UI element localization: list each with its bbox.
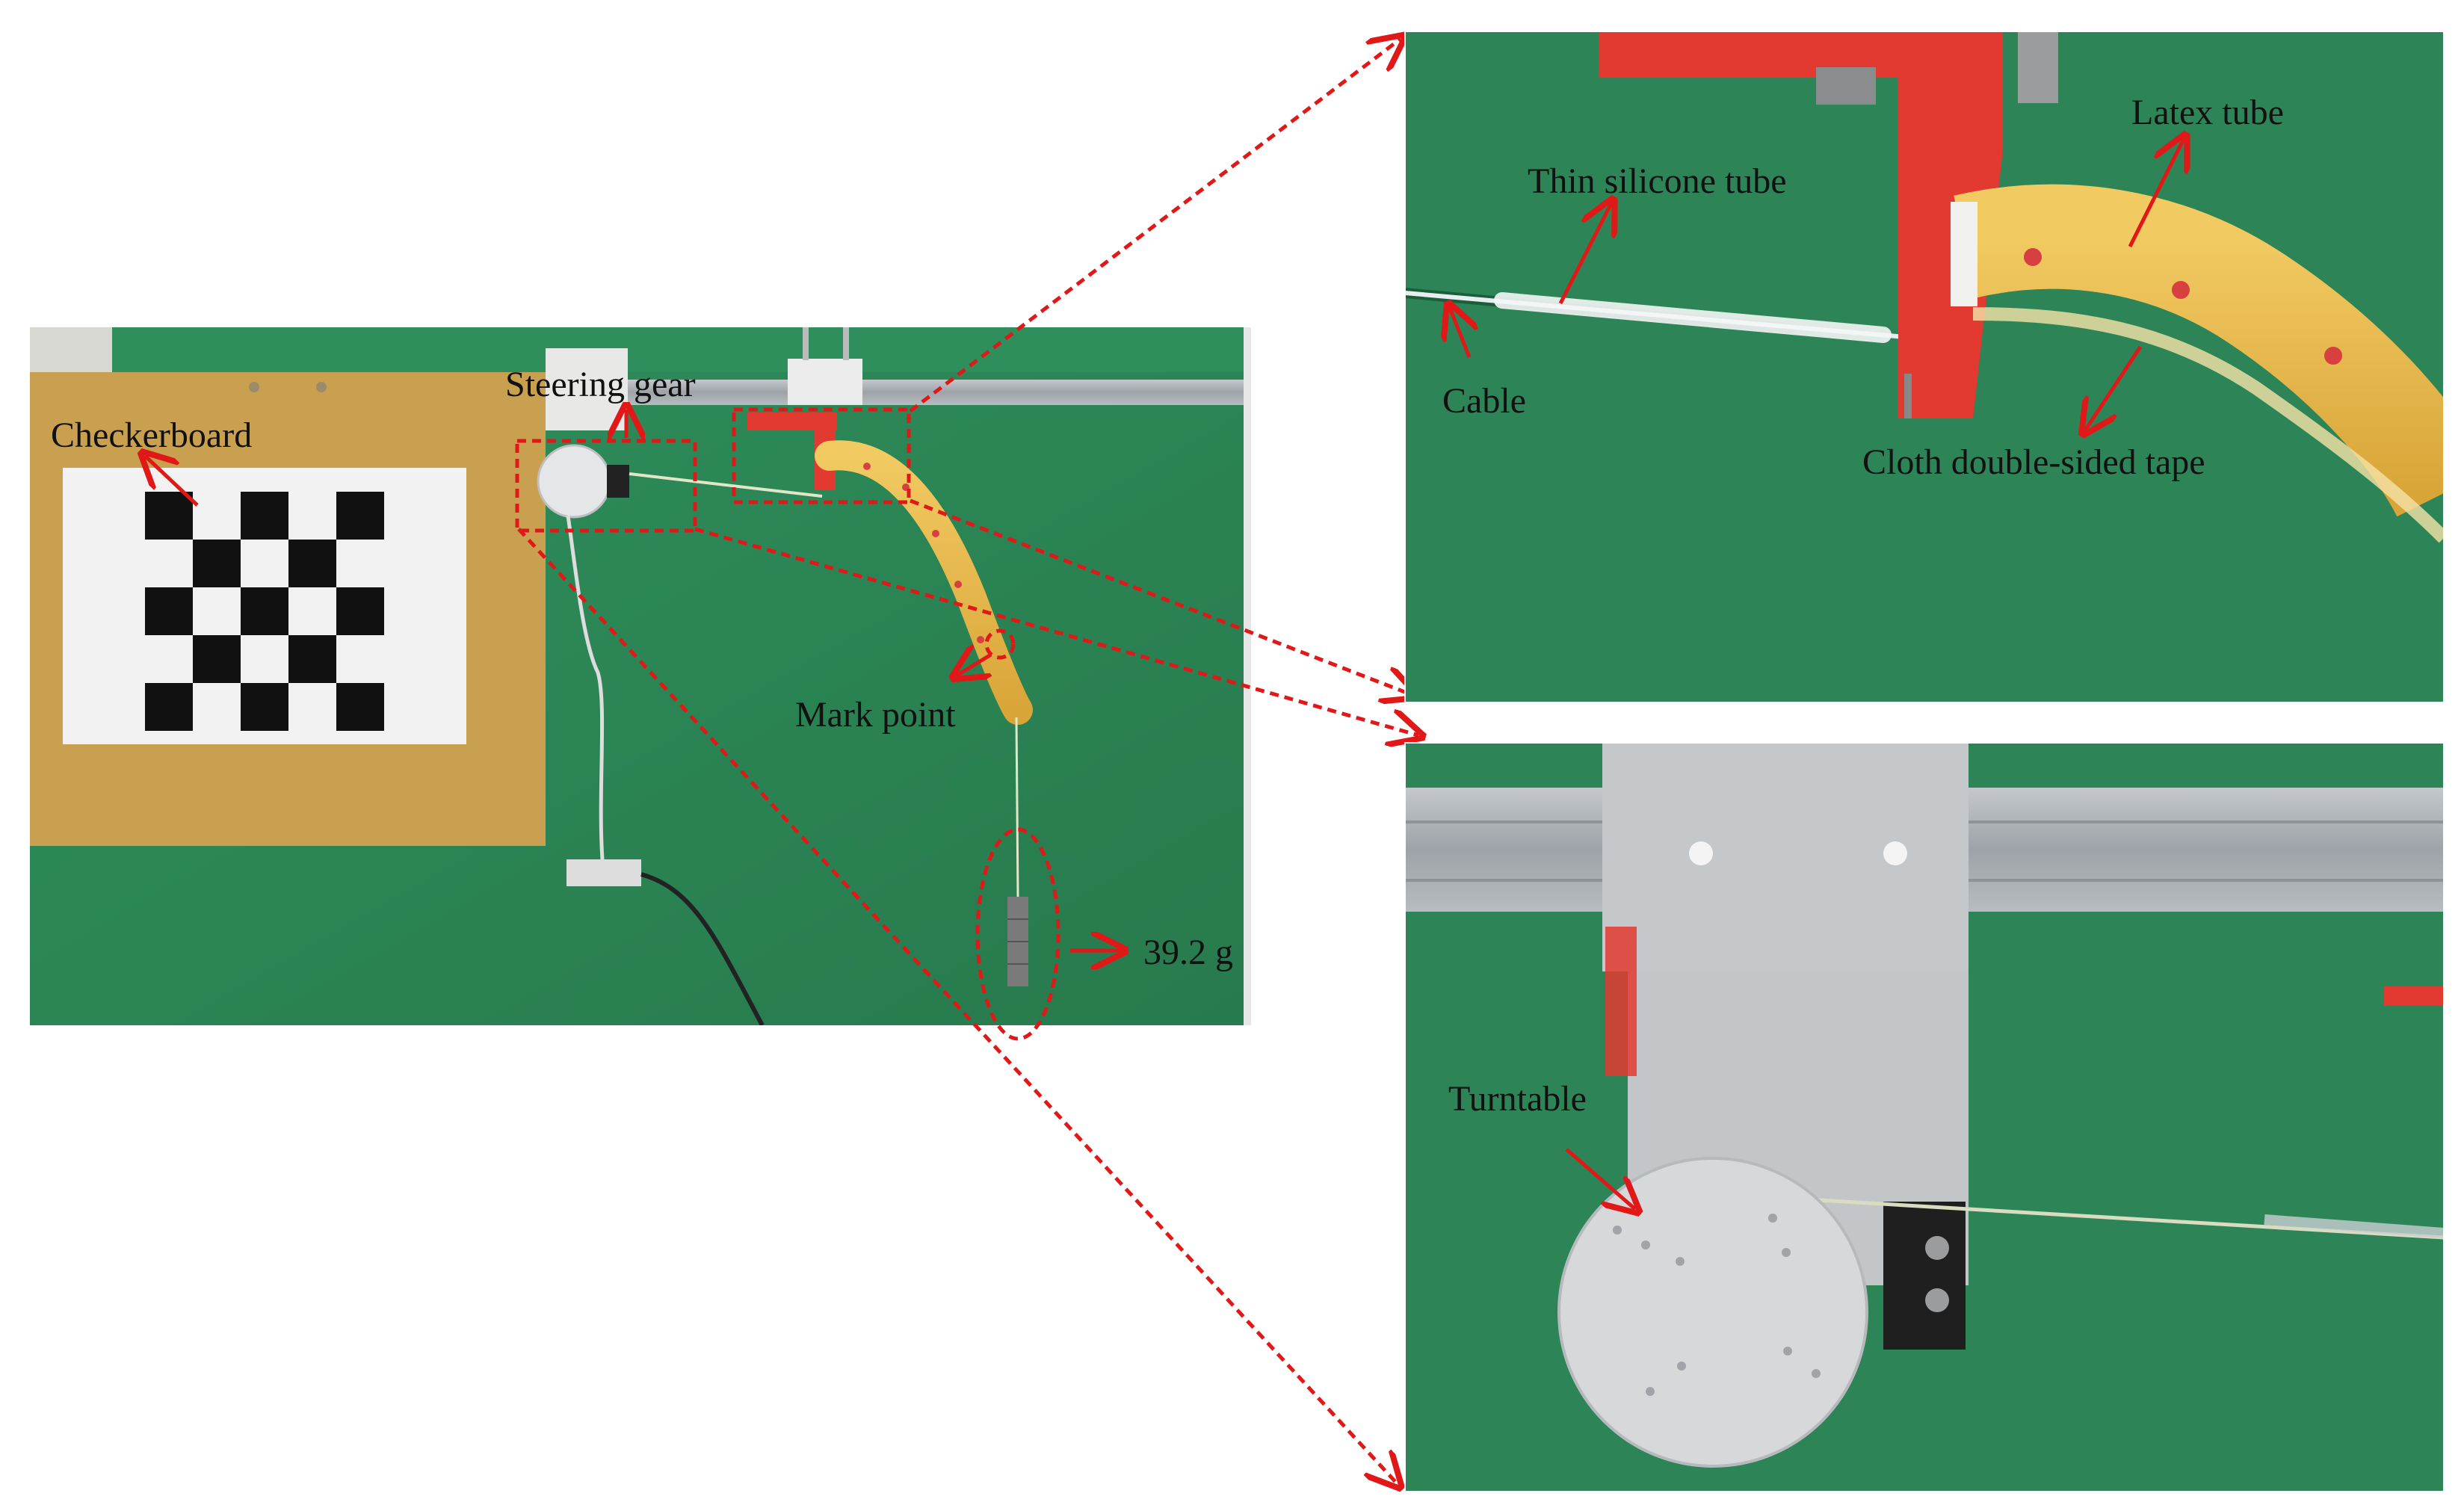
- detail-cable-bottom: [1793, 1196, 2444, 1240]
- detail-servo: [1883, 1202, 1966, 1350]
- main-photo: [30, 327, 1251, 1025]
- text-labels: Checkerboard Steering gear Mark point 39…: [51, 93, 2284, 1119]
- main-annotations: [515, 407, 1060, 1041]
- label-turntable: Turntable: [1448, 1079, 1587, 1119]
- main-label-arrows: [145, 410, 1121, 951]
- top-mount: [788, 359, 862, 405]
- label-steering-gear: Steering gear: [505, 365, 696, 404]
- detail-photo-bottom: [1405, 743, 2444, 1492]
- power-cord: [640, 872, 765, 1025]
- detail-bracket-top: [1602, 743, 1969, 971]
- control-board: [566, 859, 641, 886]
- servo-wire: [566, 515, 605, 860]
- detail-top-label-arrows: [1450, 139, 2184, 430]
- detail-latex-tube: [1954, 184, 2444, 518]
- label-cable: Cable: [1442, 381, 1526, 421]
- turntable-disc-small: [537, 444, 611, 519]
- checkerboard-pattern: [63, 468, 466, 744]
- label-cloth-tape: Cloth double-sided tape: [1862, 442, 2205, 482]
- mark-point-circle: [984, 628, 1016, 660]
- detail-thin-tube: [1494, 292, 1892, 343]
- weight-string: [1015, 717, 1019, 897]
- callout-arrows: [517, 39, 1418, 1484]
- detail-cloth-tape: [1972, 307, 2444, 543]
- detail-photo-top: [1405, 31, 2444, 702]
- label-latex-tube: Latex tube: [2131, 93, 2284, 132]
- label-thin-silicone-tube: Thin silicone tube: [1528, 161, 1787, 201]
- turntable-arrow: [1565, 1148, 1635, 1209]
- latex-tube-main: [815, 440, 1033, 725]
- red-clamp: [747, 412, 837, 430]
- weight-ellipse: [975, 827, 1060, 1041]
- aluminium-rail: [568, 380, 1251, 405]
- label-weight: 39.2 g: [1143, 933, 1233, 972]
- label-mark-point: Mark point: [795, 695, 956, 735]
- label-checkerboard: Checkerboard: [51, 415, 252, 455]
- cable-line: [629, 472, 823, 498]
